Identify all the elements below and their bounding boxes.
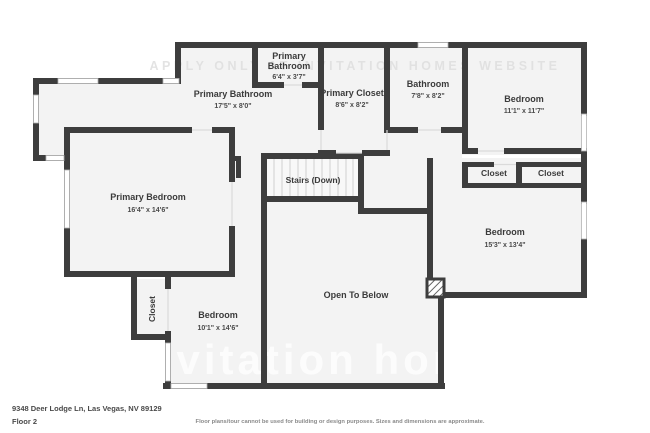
windows: [33, 42, 587, 389]
watermark-top: APPLY ONLY AT INVITATION HOMES WEBSITE: [149, 59, 560, 73]
svg-text:17'5" x 8'0": 17'5" x 8'0": [214, 103, 251, 110]
room-label-primary-bathroom-large: Primary Bathroom 17'5" x 8'0": [194, 89, 273, 110]
door-thresholds: [167, 84, 516, 331]
svg-text:Bathroom: Bathroom: [268, 61, 311, 71]
footer-disclaimer: Floor plans/tour cannot be used for buil…: [196, 419, 485, 425]
svg-text:6'4" x 3'7": 6'4" x 3'7": [272, 74, 305, 81]
room-label-closet-1: Closet: [481, 168, 507, 178]
svg-text:7'8" x 8'2": 7'8" x 8'2": [411, 93, 444, 100]
room-label-closet-small: Closet: [147, 296, 157, 322]
svg-text:11'1" x 11'7": 11'1" x 11'7": [504, 108, 544, 115]
svg-text:Bedroom: Bedroom: [485, 227, 525, 237]
svg-text:10'1" x 14'6": 10'1" x 14'6": [197, 325, 238, 332]
room-label-bedroom-right: Bedroom 15'3" x 13'4": [484, 227, 525, 249]
room-label-bathroom: Bathroom 7'8" x 8'2": [407, 79, 450, 100]
room-label-primary-bedroom: Primary Bedroom 16'4" x 14'6": [110, 192, 186, 214]
room-label-stairs: Stairs (Down): [286, 175, 341, 185]
stairs-treads: [266, 158, 358, 197]
room-label-primary-closet: Primary Closet 8'6" x 8'2": [320, 88, 384, 109]
svg-text:Bedroom: Bedroom: [504, 94, 544, 104]
footer-address: 9348 Deer Lodge Ln, Las Vegas, NV 89129: [12, 404, 162, 413]
watermark-bottom: invitation homes: [131, 336, 529, 383]
room-label-closet-2: Closet: [538, 168, 564, 178]
svg-text:Primary Closet: Primary Closet: [320, 88, 384, 98]
hatched-shaft: [425, 277, 446, 299]
room-label-open-to-below: Open To Below: [324, 290, 390, 300]
svg-text:Bedroom: Bedroom: [198, 310, 238, 320]
svg-text:15'3" x 13'4": 15'3" x 13'4": [484, 242, 525, 249]
svg-text:Bathroom: Bathroom: [407, 79, 450, 89]
svg-text:16'4" x 14'6": 16'4" x 14'6": [127, 207, 168, 214]
walls: [33, 42, 587, 389]
floor-areas: [36, 45, 584, 386]
svg-text:Primary Bathroom: Primary Bathroom: [194, 89, 273, 99]
svg-text:Primary: Primary: [272, 51, 306, 61]
room-label-bedroom-bottom: Bedroom 10'1" x 14'6": [197, 310, 238, 332]
footer-floor-label: Floor 2: [12, 417, 37, 426]
svg-text:8'6" x 8'2": 8'6" x 8'2": [335, 102, 368, 109]
room-label-bedroom-top-right: Bedroom 11'1" x 11'7": [504, 94, 544, 115]
svg-text:Primary Bedroom: Primary Bedroom: [110, 192, 186, 202]
room-label-primary-bathroom-small: Primary Bathroom 6'4" x 3'7": [268, 51, 311, 81]
